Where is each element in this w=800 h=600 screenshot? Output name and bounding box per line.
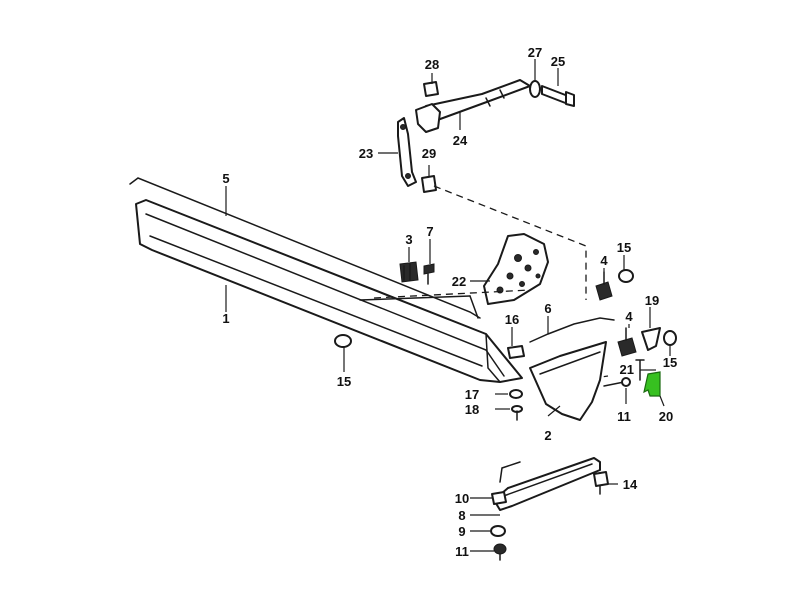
- leader-lines: [225, 59, 671, 552]
- callout-2: 2: [544, 428, 551, 443]
- callout-9: 9: [458, 524, 465, 539]
- callout-19: 19: [645, 293, 659, 308]
- callout-10: 10: [455, 491, 469, 506]
- callout-23: 23: [359, 146, 373, 161]
- trim-rod: [129, 177, 481, 319]
- callout-25: 25: [551, 54, 565, 69]
- callout-4-lower: 4: [625, 309, 633, 324]
- callout-21: 21: [620, 362, 634, 377]
- vertical-bracket: [397, 117, 417, 187]
- callout-27: 27: [528, 45, 542, 60]
- rod-6: [529, 317, 615, 343]
- washer-27: [529, 80, 541, 98]
- nut-15-left: [334, 334, 352, 348]
- nut-15-lower: [663, 330, 677, 346]
- callout-5: 5: [222, 171, 229, 186]
- highlighted-part-20: [643, 371, 661, 397]
- foam-block: [483, 233, 549, 305]
- screw-7: [423, 263, 435, 285]
- callout-3: 3: [405, 232, 412, 247]
- screw-11-lower: [493, 543, 507, 561]
- callout-16: 16: [505, 312, 519, 327]
- sill-trim: [135, 199, 523, 383]
- washer-9: [490, 525, 506, 537]
- callout-11-upper: 11: [617, 409, 631, 424]
- rear-trim: [529, 341, 607, 421]
- bolt-25: [541, 85, 569, 105]
- callout-15-left: 15: [337, 374, 351, 389]
- clip-16: [507, 345, 525, 359]
- bracket-assembly: [397, 79, 575, 193]
- callout-20: 20: [659, 409, 673, 424]
- nut-10: [491, 491, 507, 505]
- callout-labels: 28 27 25 24 23 29 5 3 7 22 15 4 1 6 16 1…: [222, 45, 677, 559]
- callout-4-upper: 4: [600, 253, 608, 268]
- grommet-17: [509, 389, 523, 399]
- callout-7: 7: [426, 224, 433, 239]
- clip-4-upper: [595, 271, 613, 301]
- callout-29: 29: [422, 146, 436, 161]
- bracket-19: [641, 327, 661, 351]
- callout-18: 18: [465, 402, 479, 417]
- callout-6: 6: [544, 301, 551, 316]
- callout-1: 1: [222, 311, 229, 326]
- callout-22: 22: [452, 274, 466, 289]
- callout-15-lower: 15: [663, 355, 677, 370]
- callout-8: 8: [458, 508, 465, 523]
- clip-29: [421, 175, 437, 193]
- support-strut: [419, 79, 531, 123]
- clip-4-lower: [617, 327, 637, 357]
- screw-11-upper: [603, 377, 631, 387]
- screw-18: [511, 405, 523, 421]
- clip-block-3: [399, 261, 419, 283]
- nut-15-right: [618, 269, 634, 283]
- callout-14: 14: [623, 477, 638, 492]
- callout-17: 17: [465, 387, 479, 402]
- callout-11-lower: 11: [455, 544, 469, 559]
- callout-24: 24: [453, 133, 468, 148]
- bolt-14: [593, 471, 609, 495]
- callout-28: 28: [425, 57, 439, 72]
- lower-brace: [493, 457, 601, 511]
- nut-28: [423, 81, 439, 97]
- callout-15-right: 15: [617, 240, 631, 255]
